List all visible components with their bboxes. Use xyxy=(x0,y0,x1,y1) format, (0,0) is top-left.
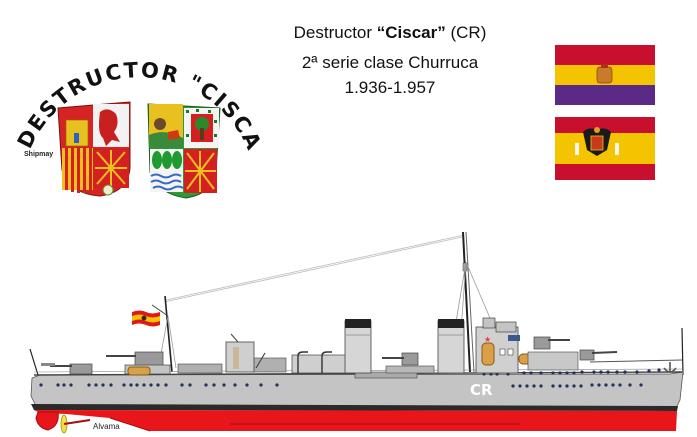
title-ship-name-bold: “Ciscar” xyxy=(376,23,446,42)
title-years: 1.936-1.957 xyxy=(344,78,436,97)
fore-funnel xyxy=(437,319,465,374)
svg-text:★: ★ xyxy=(484,335,491,344)
emblem-arc-text: DESTRUCTOR "CISCAR" xyxy=(0,0,267,155)
title-class: 2ª serie clase Churruca xyxy=(301,53,479,72)
second-republic-flag-icon xyxy=(555,45,655,105)
anchor-icon xyxy=(663,362,677,373)
portholes-row-lower xyxy=(511,383,643,388)
propeller-icon xyxy=(60,414,91,434)
pennant-number: CR xyxy=(470,381,493,399)
title-ship-name: Destructor “Ciscar” (CR) xyxy=(260,22,520,44)
destroyer-profile-illustration: ★ xyxy=(29,231,684,434)
title-prefix: Destructor xyxy=(293,23,377,42)
ship-illustration-credit: Alvama xyxy=(93,422,120,431)
bridge-superstructure: ★ xyxy=(475,317,520,374)
spain-regional-shield-icon xyxy=(57,101,131,197)
basque-navarre-shield-icon xyxy=(147,103,221,199)
francoist-flag-icon xyxy=(555,117,655,180)
emblem-credit: Shipmay xyxy=(24,151,54,158)
naval-ensign-icon xyxy=(132,310,160,327)
svg-text:DESTRUCTOR "CISCAR": DESTRUCTOR "CISCAR" xyxy=(0,0,267,155)
aft-funnel xyxy=(344,319,372,374)
title-pennant: (CR) xyxy=(445,23,487,42)
